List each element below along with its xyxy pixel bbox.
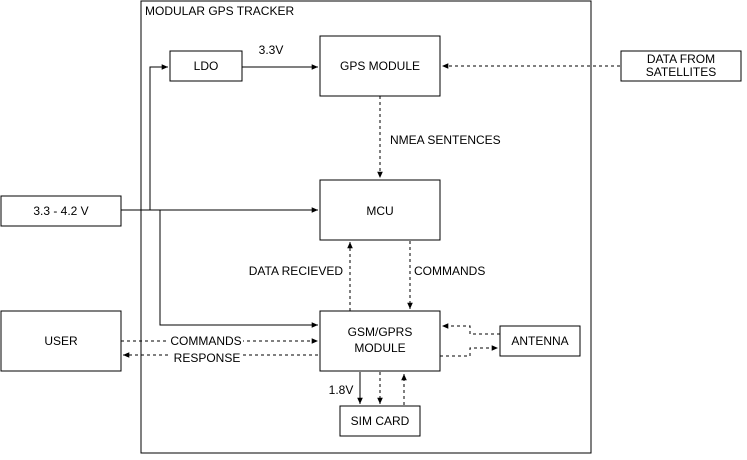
antenna-to-gsm-line <box>442 323 500 335</box>
label-commands-mcu: COMMANDS <box>414 264 485 278</box>
mcu-block: MCU <box>319 179 441 241</box>
gsm-label-line-2: MODULE <box>354 341 405 355</box>
label-3v3: 3.3V <box>259 43 284 57</box>
gps-module-label: GPS MODULE <box>340 59 420 73</box>
satellites-label-line-2: SATELLITES <box>646 65 716 79</box>
power-input-block: 3.3 - 4.2 V <box>0 195 122 227</box>
tracker-container <box>140 0 592 454</box>
gsm-to-antenna-line <box>440 345 498 357</box>
ldo-label: LDO <box>194 59 219 73</box>
satellites-label-line-1: DATA FROM <box>647 52 715 66</box>
label-nmea-sentences: NMEA SENTENCES <box>390 133 501 147</box>
sim-card-block: SIM CARD <box>339 405 421 437</box>
gsm-label-line-1: GSM/GPRS <box>348 325 413 339</box>
power-to-ldo-line <box>149 64 168 210</box>
container-title: MODULAR GPS TRACKER <box>145 4 294 18</box>
user-label: USER <box>44 334 78 348</box>
label-1v8: 1.8V <box>329 383 354 397</box>
mcu-label: MCU <box>366 204 393 218</box>
ldo-block: LDO <box>169 50 243 82</box>
satellites-block: DATA FROM SATELLITES <box>620 50 742 82</box>
gsm-module-block: GSM/GPRS MODULE <box>319 310 441 372</box>
power-input-label: 3.3 - 4.2 V <box>33 204 88 218</box>
power-to-gsm-line <box>159 210 318 328</box>
user-block: USER <box>0 310 122 372</box>
label-commands-user: COMMANDS <box>170 334 241 348</box>
label-response: RESPONSE <box>174 351 241 365</box>
gps-module-block: GPS MODULE <box>319 35 441 97</box>
antenna-block: ANTENNA <box>499 325 581 357</box>
sim-card-label: SIM CARD <box>351 414 410 428</box>
antenna-label: ANTENNA <box>511 334 568 348</box>
label-data-received: DATA RECIEVED <box>249 264 344 278</box>
